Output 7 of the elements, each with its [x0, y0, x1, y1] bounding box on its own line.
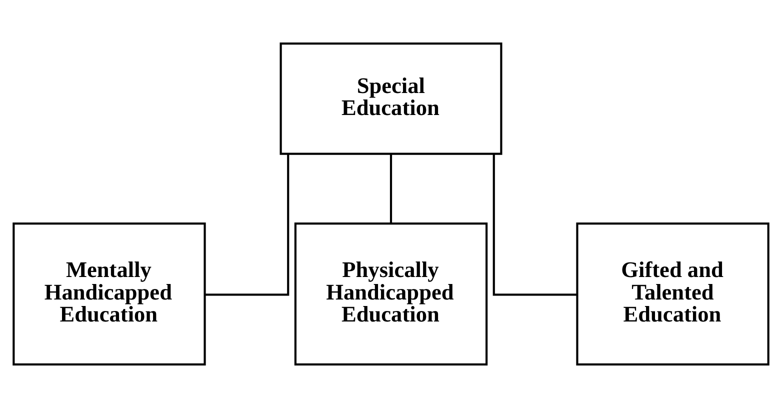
connector — [204, 154, 290, 296]
node-box: Physically Handicapped Education — [294, 222, 488, 366]
connector — [390, 154, 392, 224]
connector — [492, 154, 578, 296]
node-box: Special Education — [280, 42, 502, 155]
node-box: Gifted and Talented Education — [576, 222, 770, 366]
node-box: Mentally Handicapped Education — [12, 222, 206, 366]
